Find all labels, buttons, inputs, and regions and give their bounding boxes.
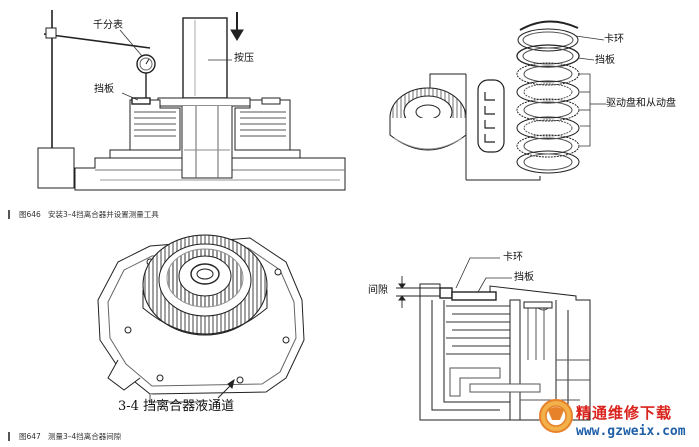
clearance-dimension bbox=[396, 276, 440, 308]
callout-press: 按压 bbox=[234, 53, 254, 64]
figure1-caption-number: 图646 bbox=[19, 210, 41, 219]
clutch-drum-view bbox=[142, 234, 268, 336]
snap-ring-top bbox=[519, 20, 579, 31]
watermark-name: 精通维修下载 bbox=[576, 404, 673, 422]
callout-snap-ring-section: 卡环 bbox=[503, 252, 523, 263]
magnetic-base bbox=[37, 147, 75, 189]
passage-marker bbox=[217, 378, 235, 399]
retainer-plate-left bbox=[131, 97, 151, 105]
plate-section-inset bbox=[477, 79, 505, 153]
leader-lines-bottom-right bbox=[455, 257, 512, 293]
clutch-drum bbox=[389, 87, 467, 151]
clutch-plate-stack bbox=[516, 28, 580, 174]
leader-lines-right bbox=[575, 35, 606, 147]
callout-retainer-plate-left: 挡板 bbox=[94, 84, 114, 95]
callout-drive-driven-discs: 驱动盘和从动盘 bbox=[606, 98, 676, 109]
watermark-badge bbox=[539, 399, 573, 433]
clearance-section bbox=[419, 283, 591, 421]
retainer-plate-section bbox=[451, 291, 497, 301]
callout-dial-indicator: 千分表 bbox=[93, 20, 123, 31]
figure2-caption-text: 测量3–4挡离合器间隙 bbox=[48, 432, 122, 441]
caption-marker-2 bbox=[8, 432, 10, 441]
caption-marker-1 bbox=[8, 210, 10, 219]
snap-ring-section bbox=[439, 287, 453, 299]
press-arrow bbox=[230, 12, 244, 41]
leader-lines-left bbox=[119, 29, 232, 101]
callout-clearance: 间隙 bbox=[368, 285, 388, 296]
callout-passage: 3-4 挡离合器液通道 bbox=[118, 399, 235, 414]
watermark-url: www.gzweix.com bbox=[576, 424, 686, 439]
callout-snap-ring-top: 卡环 bbox=[604, 34, 624, 45]
stand-arm bbox=[43, 33, 151, 49]
callout-retainer-plate-section: 挡板 bbox=[514, 272, 534, 283]
callout-retainer-plate-right: 挡板 bbox=[595, 55, 615, 66]
figure1-caption-text: 安装3–4挡离合器并设置测量工具 bbox=[48, 210, 159, 219]
indicator-setup-section bbox=[37, 10, 346, 191]
figure2-caption-number: 图647 bbox=[19, 432, 41, 441]
press-plunger bbox=[182, 17, 228, 99]
pack-bracket bbox=[429, 73, 541, 181]
